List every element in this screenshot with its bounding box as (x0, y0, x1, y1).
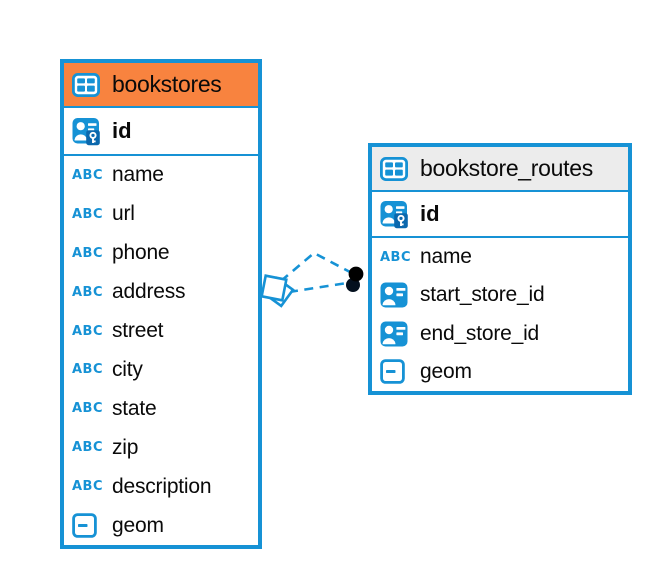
table-bookstore-routes-header[interactable]: bookstore_routes (372, 147, 628, 192)
column-row-geom[interactable]: geom (64, 506, 258, 545)
table-routes-columns: ABC name start_store_id (372, 238, 628, 391)
reference-key-icon (380, 282, 412, 308)
table-bookstores[interactable]: bookstores id ABC (60, 59, 262, 549)
column-row-end-store-id[interactable]: end_store_id (372, 315, 628, 353)
column-name: city (112, 357, 143, 381)
table-icon (72, 72, 104, 97)
column-name: description (112, 474, 212, 498)
primary-key-icon (380, 200, 412, 229)
table-title: bookstores (112, 71, 222, 97)
text-type-icon: ABC (72, 478, 104, 495)
reference-key-icon (380, 321, 412, 347)
relationship-diamond-marker[interactable] (260, 274, 295, 308)
column-row-street[interactable]: ABC street (64, 312, 258, 351)
column-name: street (112, 319, 164, 343)
text-type-icon: ABC (72, 401, 104, 417)
pk-row-routes-id[interactable]: id (372, 192, 628, 238)
column-name: id (112, 118, 132, 143)
text-type-icon: ABC (72, 206, 104, 223)
text-type-icon: ABC (72, 439, 104, 456)
column-name: name (112, 163, 164, 187)
column-name: name (420, 245, 472, 269)
column-row-url[interactable]: ABC url (64, 195, 258, 234)
table-bookstores-header[interactable]: bookstores (64, 63, 258, 108)
column-name: zip (112, 435, 139, 459)
text-type-icon: ABC (72, 245, 104, 262)
geometry-type-icon (72, 513, 104, 538)
column-name: start_store_id (420, 283, 545, 307)
table-bookstores-columns: ABC name ABC url ABC phone ABC address A… (64, 156, 258, 545)
column-row-geom[interactable]: geom (372, 353, 628, 391)
relationship-link-lower[interactable] (288, 281, 348, 294)
text-type-icon: ABC (72, 323, 104, 339)
geometry-type-icon (380, 359, 412, 385)
column-row-city[interactable]: ABC city (64, 351, 258, 390)
primary-key-icon (72, 117, 104, 146)
column-row-zip[interactable]: ABC zip (64, 428, 258, 467)
column-row-state[interactable]: ABC state (64, 389, 258, 428)
column-row-start-store-id[interactable]: start_store_id (372, 276, 628, 314)
text-type-icon: ABC (380, 249, 412, 265)
column-name: geom (112, 513, 164, 537)
text-type-icon: ABC (72, 167, 104, 184)
column-row-name[interactable]: ABC name (64, 156, 258, 195)
column-name: url (112, 202, 135, 226)
relationship-dot-marker[interactable] (346, 266, 364, 292)
column-row-phone[interactable]: ABC phone (64, 234, 258, 273)
column-name: phone (112, 241, 170, 265)
relationship-link-upper[interactable] (280, 251, 351, 282)
column-row-name[interactable]: ABC name (372, 238, 628, 276)
column-name: state (112, 396, 157, 420)
text-type-icon: ABC (72, 284, 104, 301)
table-bookstore-routes[interactable]: bookstore_routes id ABC (368, 143, 632, 395)
column-name: geom (420, 359, 472, 383)
column-name: id (420, 201, 440, 226)
column-name: address (112, 280, 186, 304)
pk-row-bookstores-id[interactable]: id (64, 108, 258, 156)
column-row-description[interactable]: ABC description (64, 467, 258, 506)
table-icon (380, 156, 412, 181)
table-title: bookstore_routes (420, 155, 593, 181)
text-type-icon: ABC (72, 362, 104, 378)
column-name: end_store_id (420, 321, 540, 345)
column-row-address[interactable]: ABC address (64, 273, 258, 312)
